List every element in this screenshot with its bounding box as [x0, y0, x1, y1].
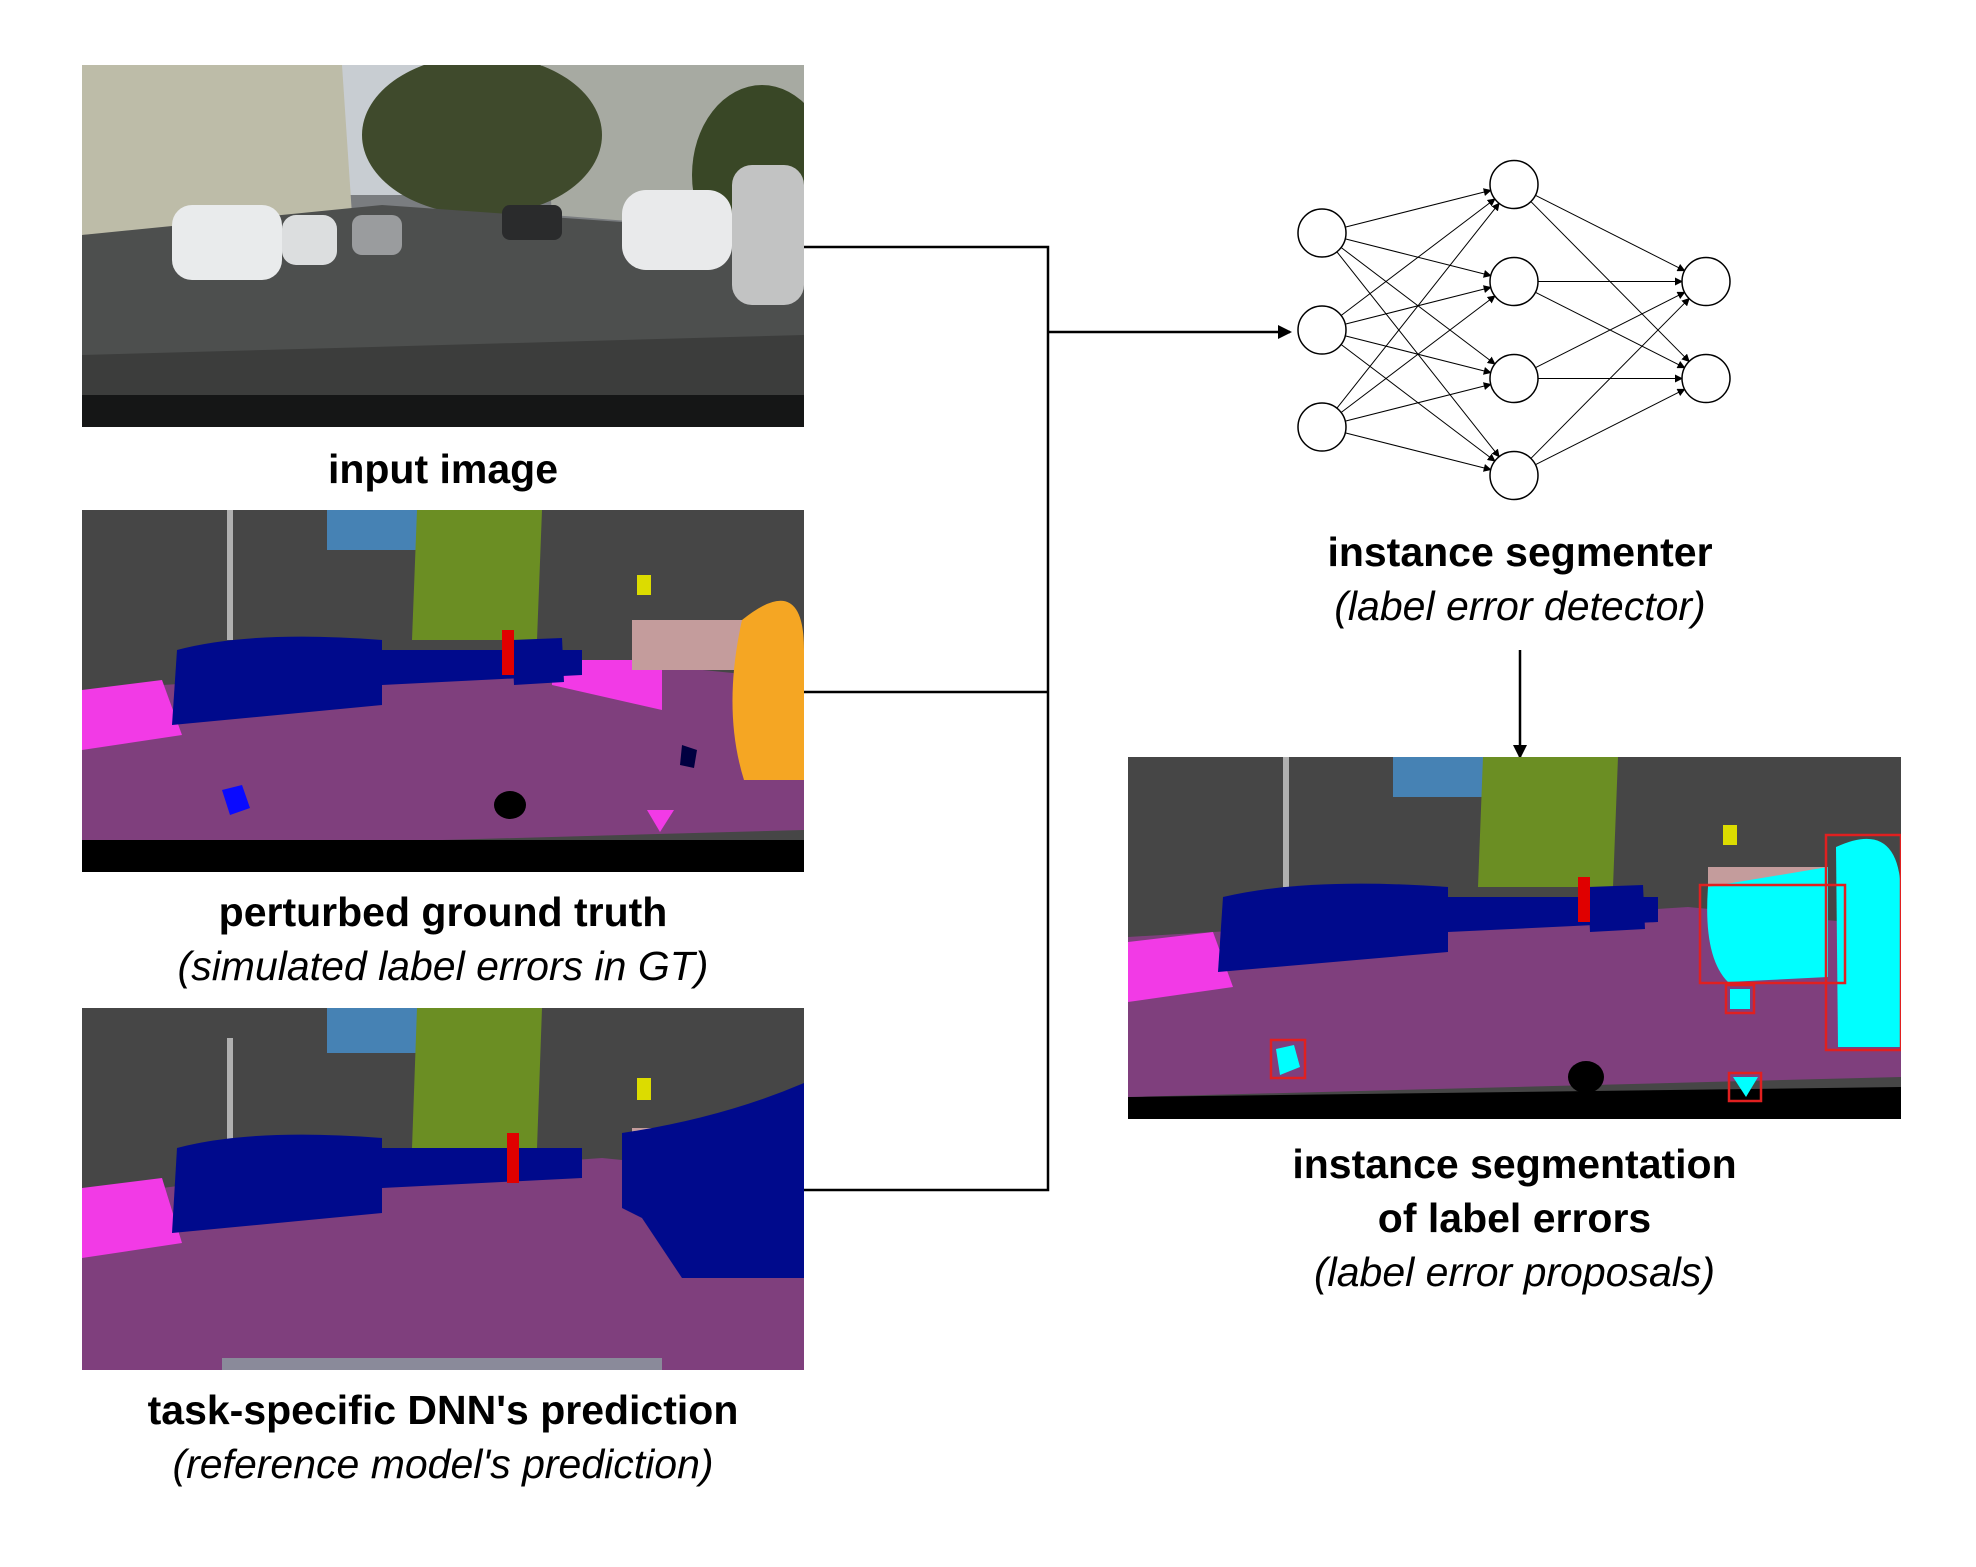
segmenter-caption: instance segmenter (label error detector…: [1200, 525, 1840, 633]
network-edge: [1535, 388, 1686, 466]
dnn-prediction-image: [82, 1008, 804, 1370]
input-image-caption: input image: [82, 442, 804, 496]
network-edge: [1535, 291, 1686, 369]
wire-input: [804, 245, 1050, 1192]
dnn-prediction-caption: task-specific DNN's prediction (referenc…: [82, 1383, 804, 1491]
dnn-prediction-subtitle: (reference model's prediction): [172, 1441, 714, 1487]
network-node-layer-3: [1681, 353, 1731, 404]
network-edge: [1530, 297, 1690, 459]
network-node-layer-2: [1489, 256, 1539, 307]
output-caption: instance segmentation of label errors (l…: [1128, 1137, 1901, 1299]
segmenter-subtitle: (label error detector): [1334, 583, 1706, 629]
input-image: [82, 65, 804, 427]
network-edge: [1345, 188, 1492, 228]
output-subtitle: (label error proposals): [1313, 1249, 1716, 1295]
network-edge: [1345, 382, 1492, 422]
network-edge: [1345, 432, 1492, 472]
perturbed-ground-truth-subtitle: (simulated label errors in GT): [177, 943, 709, 989]
perturbed-ground-truth-image: [82, 510, 804, 872]
network-node-layer-2: [1489, 159, 1539, 210]
output-title-line1: instance segmentation: [1292, 1141, 1737, 1187]
segmenter-title: instance segmenter: [1327, 529, 1713, 575]
dnn-prediction-title: task-specific DNN's prediction: [147, 1387, 739, 1433]
network-node-layer-2: [1489, 450, 1539, 501]
network-edge: [1535, 194, 1686, 272]
label-error-segmentation-image: [1128, 757, 1901, 1119]
output-title-line2: of label errors: [1377, 1195, 1652, 1241]
network-edge: [1336, 202, 1500, 409]
network-edge: [1340, 198, 1496, 316]
network-node-layer-3: [1681, 256, 1731, 307]
network-node-layer-1: [1297, 305, 1347, 355]
network-node-layer-1: [1297, 402, 1347, 452]
perturbed-ground-truth-caption: perturbed ground truth (simulated label …: [82, 885, 804, 993]
network-node-layer-2: [1489, 353, 1539, 404]
network-edge: [1340, 295, 1496, 413]
network-node-layer-1: [1297, 208, 1347, 258]
input-image-title: input image: [327, 446, 559, 492]
neural-network-icon: [1297, 159, 1731, 501]
perturbed-ground-truth-title: perturbed ground truth: [218, 889, 668, 935]
